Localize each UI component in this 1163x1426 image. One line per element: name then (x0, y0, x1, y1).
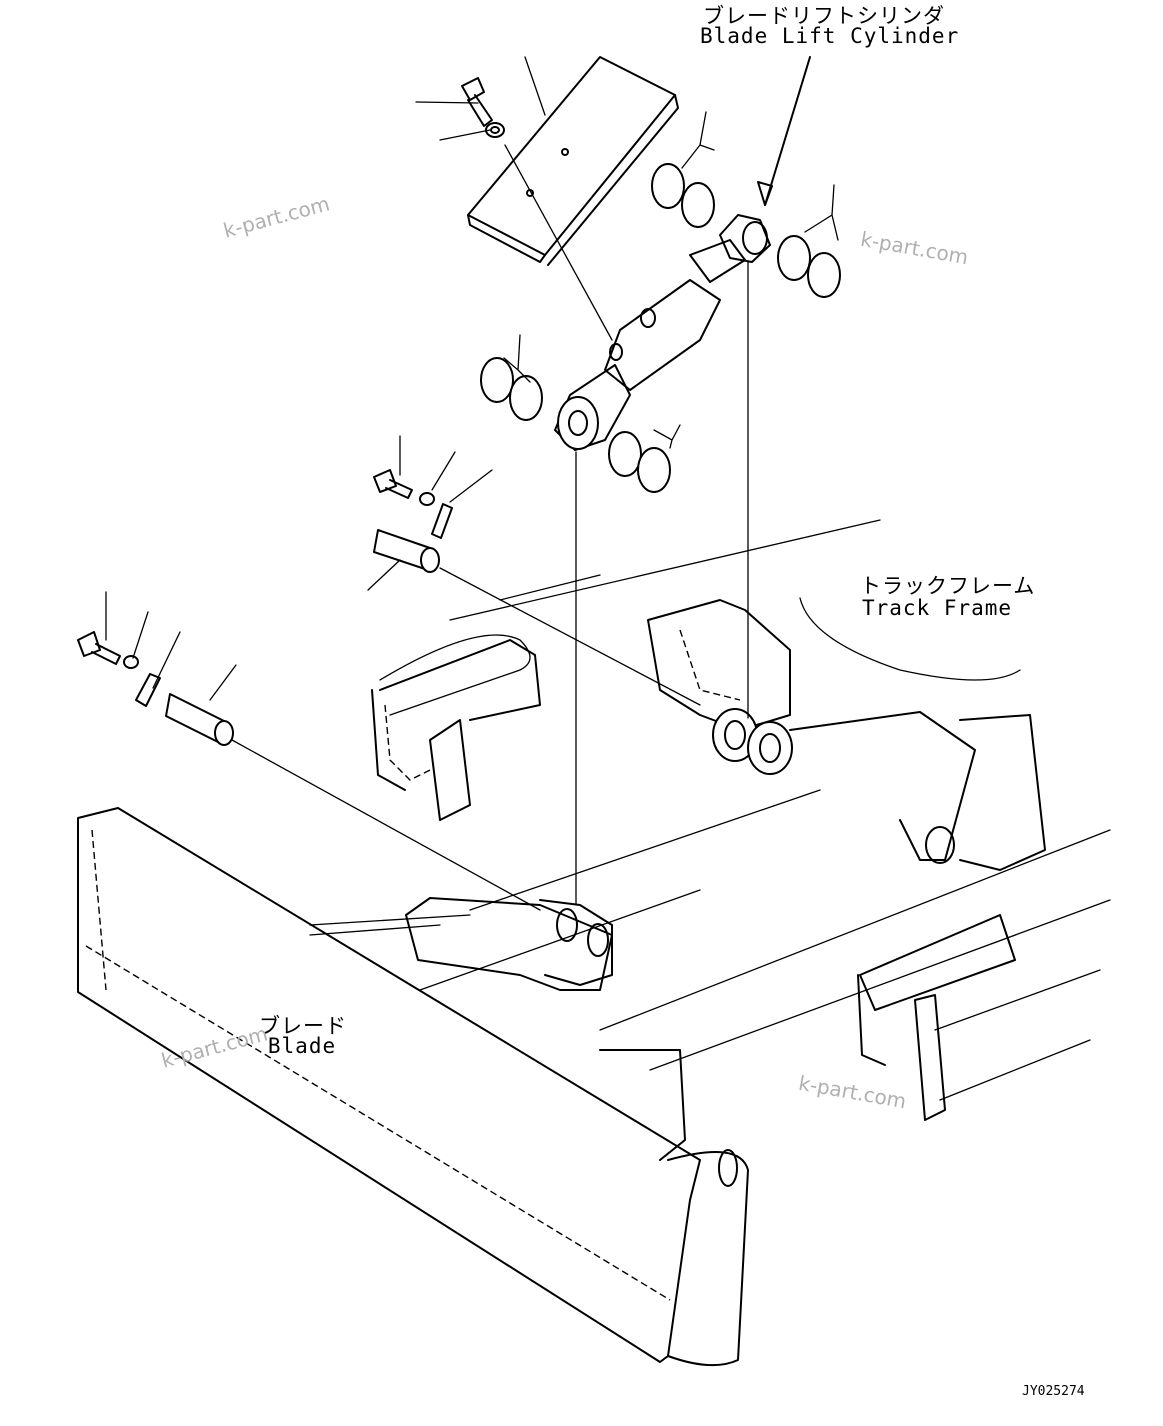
drawing-code: JY025274 (1022, 1384, 1085, 1399)
blade-label-jp: ブレード (259, 1014, 347, 1038)
cover-plate-drawing (467, 56, 679, 266)
bolt-washer-top-drawing (461, 77, 505, 138)
track-frame-label-en: Track Frame (862, 596, 1013, 620)
pins-bolts-drawing (77, 469, 453, 746)
shims-drawing (480, 163, 841, 493)
leader-lines (105, 56, 839, 911)
blade-lift-cylinder-label-jp: ブレードリフトシリンダ (703, 4, 945, 28)
blade-drawing (77, 807, 749, 1367)
main-frame-drawing (371, 519, 1111, 1121)
blade-label-en: Blade (267, 1034, 337, 1058)
blade-lift-cylinder-drawing (554, 214, 771, 451)
track-frame-label-jp: トラックフレーム (860, 574, 1036, 598)
blade-lift-cylinder-label-en: Blade Lift Cylinder (700, 24, 960, 48)
